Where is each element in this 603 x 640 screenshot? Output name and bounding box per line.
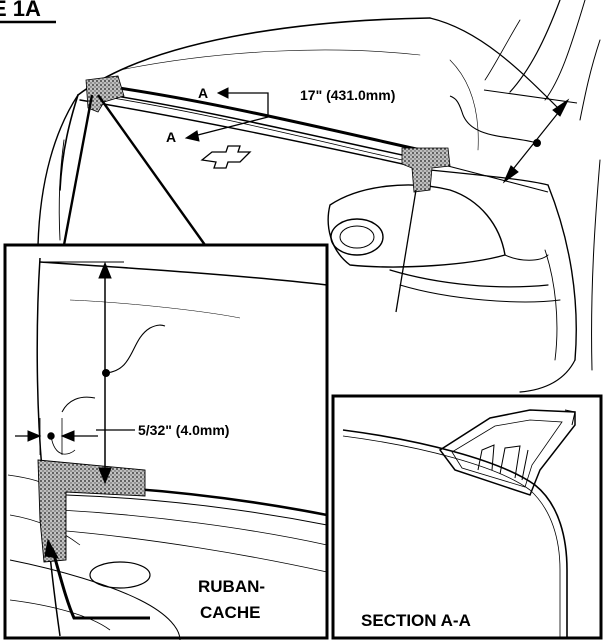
figure-title: E 1A xyxy=(0,0,56,24)
section-cut-arrows xyxy=(184,87,269,142)
section-view-label: SECTION A-A xyxy=(361,611,471,630)
masking-tape-right xyxy=(401,147,451,193)
detail-view-box xyxy=(3,243,329,640)
width-dimension xyxy=(447,89,578,193)
masking-tape-label-line2: CACHE xyxy=(200,603,260,622)
masking-tape-detail xyxy=(37,459,146,563)
gap-dimension-label: 5/32" (4.0mm) xyxy=(138,422,229,438)
section-arrow-label-lower: A xyxy=(166,129,176,145)
width-dimension-label: 17" (431.0mm) xyxy=(300,87,395,103)
masking-tape-label-line1: RUBAN- xyxy=(198,577,265,596)
section-arrow-label-upper: A xyxy=(198,85,208,101)
car-rear-view xyxy=(37,0,601,393)
rear-spoiler xyxy=(89,82,431,165)
section-view-box xyxy=(331,394,603,640)
svg-text:E 1A: E 1A xyxy=(0,0,41,21)
